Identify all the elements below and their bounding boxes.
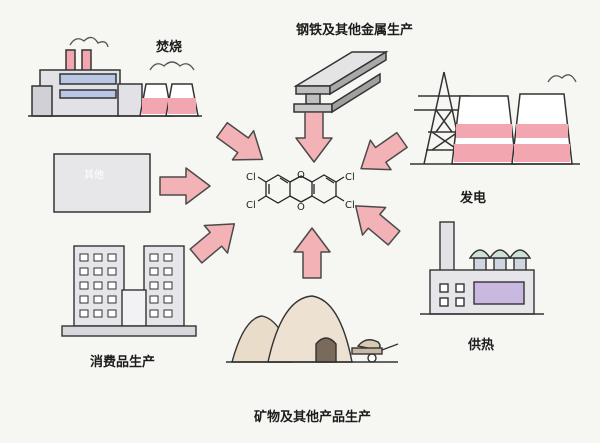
oxygen-label-bottom: O [297,202,305,213]
power-plant-icon [410,71,580,165]
label-steel-metal-production: 钢铁及其他金属生产 [296,23,414,38]
other-source-box [53,153,151,213]
arrow-incineration [210,114,274,175]
chlorine-label-bottom-left: Cl [246,200,256,211]
label-consumer-goods-production: 消费品生产 [90,355,156,370]
consumer-goods-factory-icon [61,245,197,337]
label-other-source: 其他 [84,170,104,181]
chlorine-label-top-right: Cl [345,172,355,183]
heating-plant-icon [420,221,544,315]
chlorine-label-bottom-right: Cl [345,200,355,211]
arrow-steel [295,111,333,163]
label-mineral-production: 矿物及其他产品生产 [254,410,372,425]
chlorine-label-top-left: Cl [246,172,256,183]
steel-beam-icon [293,50,389,114]
label-power-generation: 发电 [460,191,487,206]
label-heating: 供热 [468,338,495,353]
arrow-power [349,124,414,185]
label-incineration: 焚烧 [156,40,183,55]
arrow-mining [293,227,331,279]
oxygen-label-top: O [297,170,305,181]
arrow-consumer [183,209,247,271]
dioxin-molecule [257,174,345,204]
mining-mountain-icon [226,295,399,363]
incineration-plant-icon [28,36,202,117]
arrow-other [159,167,211,205]
